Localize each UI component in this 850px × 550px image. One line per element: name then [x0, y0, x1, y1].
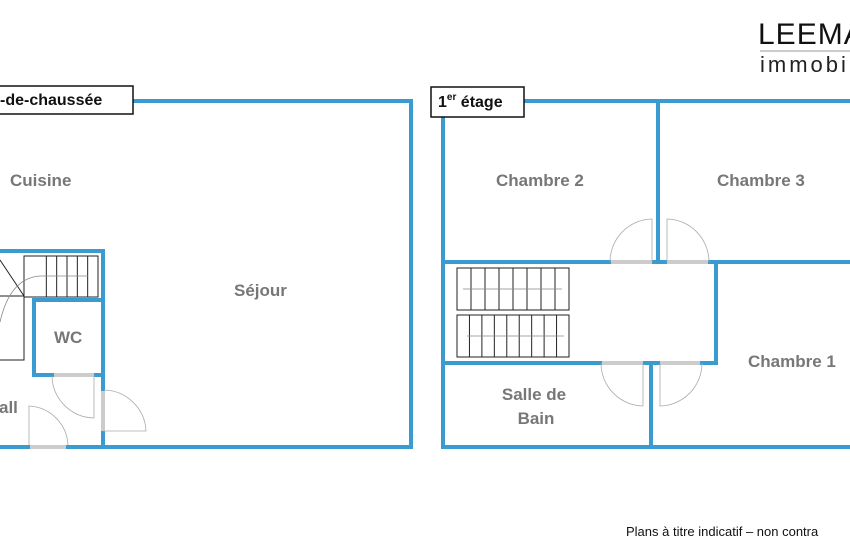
room-label-bain: Bain [518, 409, 555, 428]
disclaimer: Plans à titre indicatif – non contra [626, 524, 819, 539]
door-icon [51, 373, 95, 419]
first-outer-wall [441, 99, 850, 449]
door-icon [600, 361, 644, 407]
ground-outer-wall [0, 99, 413, 449]
room-label-hall: all [0, 398, 18, 417]
logo: LEEMA immobi [758, 18, 850, 77]
logo-subtext: immobi [760, 52, 849, 77]
logo-text: LEEMA [758, 18, 850, 51]
door-icon [101, 389, 147, 432]
room-label-cuisine: Cuisine [10, 171, 71, 190]
ground-floor-plan: Cuisine Séjour WC all -de-chaussée [0, 85, 413, 449]
stairs-icon [0, 255, 99, 361]
room-label-chambre-2: Chambre 2 [496, 171, 584, 190]
stair-wall [0, 249, 105, 392]
stairs-icon [456, 267, 570, 358]
room-label-chambre-1: Chambre 1 [748, 352, 836, 371]
room-label-salle-de-bain: Salle de [502, 385, 566, 404]
wc-wall [32, 298, 105, 377]
first-floor-label: 1er étage [438, 92, 503, 111]
room-label-wc: WC [54, 328, 82, 347]
door-icon [666, 218, 710, 264]
ground-floor-label: -de-chaussée [0, 92, 102, 109]
room-label-sejour: Séjour [234, 281, 287, 300]
door-icon [609, 218, 653, 264]
room-label-chambre-3: Chambre 3 [717, 171, 805, 190]
door-icon [659, 361, 703, 407]
first-floor-plan: Chambre 2 Chambre 3 Chambre 1 Salle de B… [430, 86, 850, 449]
door-icon [28, 405, 69, 449]
